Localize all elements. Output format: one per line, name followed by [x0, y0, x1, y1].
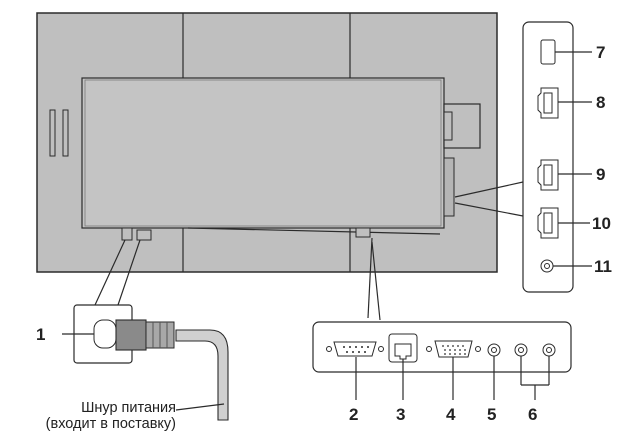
audio-jack-icon — [542, 343, 556, 357]
callout-number-10: 10 — [592, 214, 611, 233]
lan-port-icon — [388, 333, 418, 363]
callout-number-7: 7 — [596, 43, 605, 62]
vent-slot-right — [62, 109, 69, 157]
power-cord-caption-line1: Шнур питания — [81, 400, 176, 416]
callout-number-9: 9 — [596, 165, 605, 184]
callout-number-4: 4 — [446, 405, 456, 424]
terminal-cover — [81, 77, 445, 229]
power-cord-caption-line2: (входит в поставку) — [46, 416, 176, 431]
usb-port-icon — [540, 39, 592, 65]
leader-cord — [175, 403, 225, 411]
side-bracket-lip — [443, 111, 453, 141]
rear-terminal-tab — [355, 227, 371, 238]
audio-jack-icon — [540, 259, 592, 273]
power-cord — [175, 329, 229, 421]
terminal-cover-shadow — [187, 227, 441, 235]
callout-number-3: 3 — [396, 405, 405, 424]
callout-number-1: 1 — [36, 325, 45, 344]
rs232c-port-icon — [326, 341, 384, 357]
callout-numbers: 1 2 3 4 5 6 7 8 9 10 11 — [36, 43, 612, 424]
side-terminal-strip — [443, 157, 455, 217]
callout-number-6: 6 — [528, 405, 537, 424]
callout-lines — [94, 181, 524, 321]
power-plug-icon — [115, 319, 147, 351]
audio-jack-icon — [487, 343, 501, 357]
callout-number-5: 5 — [487, 405, 496, 424]
side-terminal-panel — [522, 21, 592, 293]
hdmi-port-icon — [537, 87, 592, 119]
terminal-cover-inner-edge — [84, 79, 442, 227]
vent-slot-left — [49, 109, 56, 157]
pc-vga-port-icon — [426, 340, 481, 358]
hdmi-port-icon — [537, 207, 590, 239]
bottom-terminal-panel — [312, 321, 572, 400]
audio-jack-icon — [514, 343, 528, 357]
ac-inlet-icon — [93, 319, 117, 349]
monitor-back — [36, 12, 498, 273]
hdmi-port-icon — [537, 159, 592, 191]
ac-inlet-tab-2 — [136, 229, 152, 241]
ac-inlet-tab — [121, 227, 133, 241]
callout-number-8: 8 — [596, 93, 605, 112]
power-inlet-callout — [62, 304, 229, 421]
callout-number-2: 2 — [349, 405, 358, 424]
side-panel-frame — [522, 21, 574, 293]
callout-number-11: 11 — [594, 257, 612, 276]
